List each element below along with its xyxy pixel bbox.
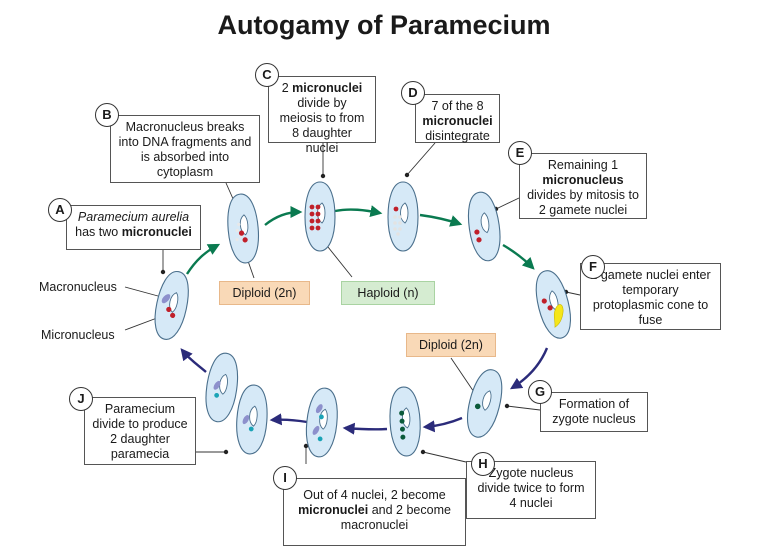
cell-e bbox=[464, 189, 505, 264]
step-g-box: Formation of zygote nucleus bbox=[540, 392, 648, 432]
step-i-bold: micronuclei bbox=[298, 503, 369, 517]
step-f-letter: F bbox=[581, 255, 605, 279]
step-j-letter: J bbox=[69, 387, 93, 411]
step-b-text: Macronucleus breaks into DNA fragments a… bbox=[118, 120, 252, 179]
step-j-box: Paramecium divide to produce 2 daughter … bbox=[84, 397, 196, 465]
cell-h bbox=[387, 385, 423, 458]
diploid-tag-right: Diploid (2n) bbox=[406, 333, 496, 357]
step-e-box: Remaining 1 micronucleus divides by mito… bbox=[519, 153, 647, 219]
step-d-pre: 7 of the 8 bbox=[431, 99, 484, 113]
step-c-pre: 2 bbox=[281, 81, 293, 95]
step-i-box: Out of 4 nuclei, 2 become micronuclei an… bbox=[283, 478, 466, 546]
cell-j-lower bbox=[233, 383, 270, 456]
cell-b bbox=[224, 192, 262, 265]
step-a-text: has two bbox=[75, 225, 122, 239]
step-a-box: Paramecium aurelia has two micronuclei bbox=[66, 205, 201, 250]
step-f-text: 2 gamete nuclei enter temporary protopla… bbox=[590, 268, 711, 327]
green-cycle-arrows bbox=[185, 205, 535, 275]
step-c-bold: micronuclei bbox=[292, 81, 363, 95]
step-j-text: Paramecium divide to produce 2 daughter … bbox=[92, 402, 188, 461]
cell-i bbox=[302, 386, 341, 459]
step-i-post: and 2 become macronuclei bbox=[340, 503, 451, 532]
step-d-letter: D bbox=[401, 81, 425, 105]
step-c-post: divide by meiosis to from 8 daughter nuc… bbox=[279, 96, 365, 155]
diploid-tag-top: Diploid (2n) bbox=[219, 281, 310, 305]
step-i-letter: I bbox=[273, 466, 297, 490]
step-e-pre: Remaining 1 bbox=[547, 158, 619, 172]
haploid-tag: Haploid (n) bbox=[341, 281, 435, 305]
step-d-post: disintegrate bbox=[425, 129, 490, 143]
cell-g bbox=[461, 365, 509, 442]
step-g-letter: G bbox=[528, 380, 552, 404]
cell-c bbox=[304, 181, 336, 252]
step-i-pre: Out of 4 nuclei, 2 become bbox=[303, 488, 446, 502]
step-d-box: 7 of the 8 micronuclei disintegrate bbox=[415, 94, 500, 143]
step-a-species: Paramecium aurelia bbox=[77, 210, 190, 224]
step-e-bold: micronucleus bbox=[542, 173, 624, 187]
macronucleus-label: Macronucleus bbox=[39, 280, 117, 294]
step-c-letter: C bbox=[255, 63, 279, 87]
step-e-letter: E bbox=[508, 141, 532, 165]
micronucleus-label: Micronucleus bbox=[41, 328, 115, 342]
step-g-text: Formation of zygote nucleus bbox=[552, 397, 636, 426]
cell-d bbox=[387, 181, 419, 252]
cell-f bbox=[529, 266, 577, 343]
step-a-bold: micronuclei bbox=[121, 225, 192, 239]
step-d-bold: micronuclei bbox=[422, 114, 493, 128]
step-f-box: 2 gamete nuclei enter temporary protopla… bbox=[580, 263, 721, 330]
step-e-post: divides by mitosis to 2 gamete nuclei bbox=[527, 188, 639, 217]
step-c-box: 2 micronuclei divide by meiosis to from … bbox=[268, 76, 376, 155]
diagram-title: Autogamy of Paramecium bbox=[217, 10, 551, 40]
step-h-letter: H bbox=[471, 452, 495, 476]
blue-cycle-arrows bbox=[180, 347, 549, 435]
step-a-letter: A bbox=[48, 198, 72, 222]
cell-a bbox=[149, 268, 195, 343]
cell-j-upper bbox=[201, 350, 242, 425]
step-b-letter: B bbox=[95, 103, 119, 127]
step-h-text: Zygote nucleus divide twice to form 4 nu… bbox=[477, 466, 585, 510]
step-b-box: Macronucleus breaks into DNA fragments a… bbox=[110, 115, 260, 183]
